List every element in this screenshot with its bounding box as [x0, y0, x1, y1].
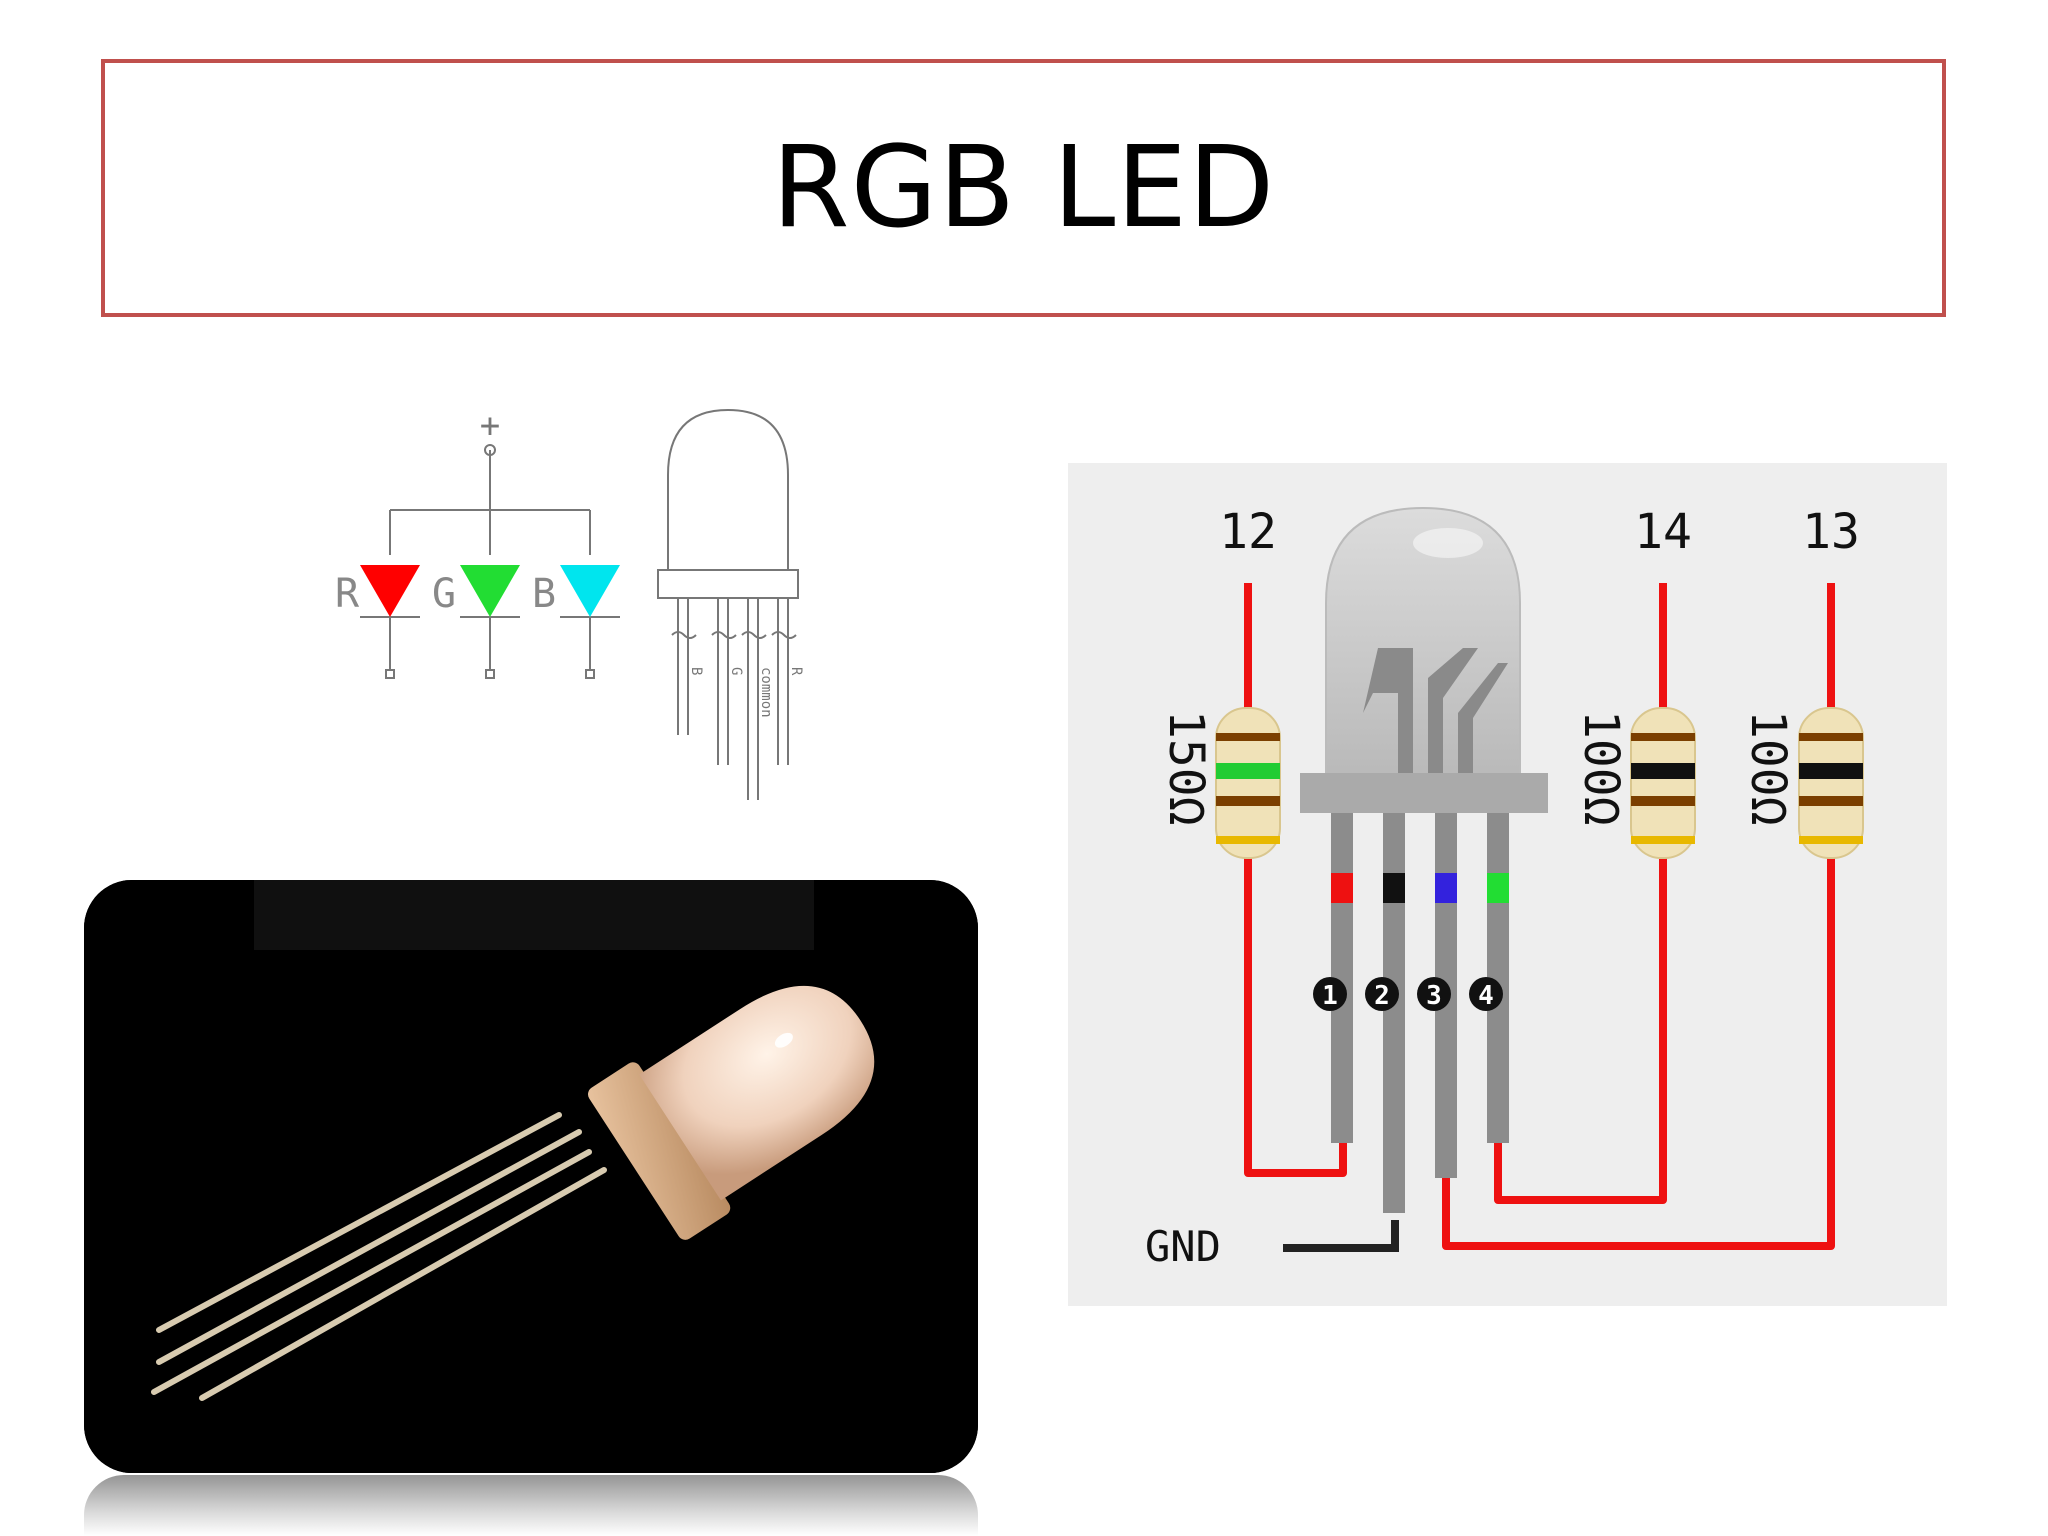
leg-marker-2: [1383, 873, 1405, 903]
resistor-100-b: [1798, 707, 1864, 859]
resistor-label-100-b: 100Ω: [1740, 710, 1796, 826]
rgb-led-wiring-diagram: 12 14 13: [1068, 463, 1947, 1306]
lead-label-g: G: [728, 667, 744, 675]
pin-label-12: 12: [1219, 504, 1277, 560]
leg-badge-2: 2: [1365, 977, 1399, 1011]
diode-label-b: B: [532, 571, 556, 617]
ground-label: GND: [1145, 1222, 1221, 1271]
blue-diode-icon: [560, 565, 620, 617]
resistor-150: [1215, 707, 1281, 859]
resistor-label-100-a: 100Ω: [1573, 710, 1629, 826]
rgb-led-schematic: + R G B B G common R: [280, 385, 840, 835]
title-box: RGB LED: [101, 59, 1946, 317]
leg-marker-1: [1331, 873, 1353, 903]
leg-badge-4: 4: [1469, 977, 1503, 1011]
lead-label-r: R: [788, 667, 804, 676]
svg-text:4: 4: [1478, 981, 1494, 1011]
rgb-led-photo: [84, 880, 978, 1473]
diode-label-r: R: [335, 571, 360, 617]
diode-label-g: G: [432, 571, 456, 617]
leg-marker-4: [1487, 873, 1509, 903]
resistor-100-a: [1630, 707, 1696, 859]
leg-badge-1: 1: [1313, 977, 1347, 1011]
svg-text:1: 1: [1322, 981, 1338, 1011]
pin-label-14: 14: [1634, 504, 1692, 560]
leg-badge-3: 3: [1417, 977, 1451, 1011]
svg-text:3: 3: [1426, 981, 1442, 1011]
pin-label-13: 13: [1802, 504, 1860, 560]
resistor-label-150: 150Ω: [1158, 710, 1214, 826]
slide-title: RGB LED: [771, 123, 1276, 253]
lead-label-common: common: [758, 667, 774, 718]
red-diode-icon: [360, 565, 420, 617]
leg-marker-3: [1435, 873, 1457, 903]
photo-reflection: [84, 1475, 978, 1536]
svg-text:2: 2: [1374, 981, 1390, 1011]
lead-label-b: B: [688, 667, 704, 675]
plus-label: +: [480, 406, 500, 446]
green-diode-icon: [460, 565, 520, 617]
